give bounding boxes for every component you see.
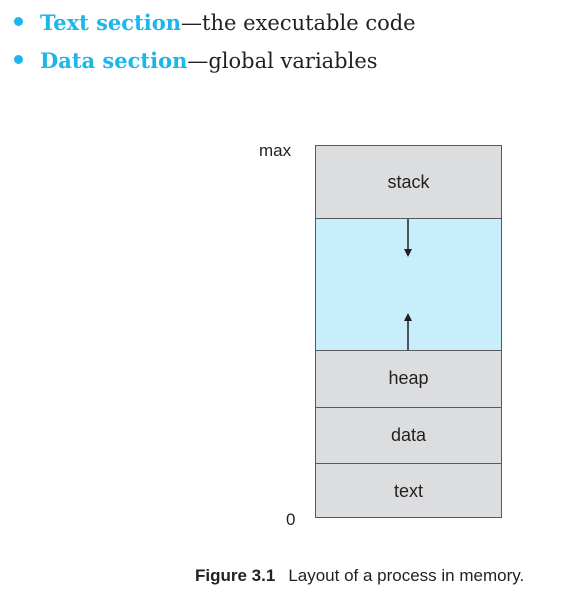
bullet-list: Text section—the executable code Data se… (14, 10, 416, 86)
text-label: text (393, 481, 423, 501)
bullet-term: Text section (40, 10, 182, 35)
bullet-item-text-section: Text section—the executable code (14, 10, 416, 48)
text-segment: text (316, 463, 501, 517)
data-label: data (390, 425, 427, 445)
heap-growth-up-arrow-icon (404, 313, 412, 351)
stack-segment: stack (316, 146, 501, 218)
free-space-segment (316, 218, 501, 351)
figure-caption-text: Layout of a process in memory. (288, 566, 525, 585)
bullet-dot-icon (14, 55, 23, 64)
figure-caption: Figure 3.1 Layout of a process in memory. (195, 566, 524, 586)
bullet-dash: — (181, 11, 203, 35)
bullet-description: global variables (208, 49, 378, 73)
max-address-label: max (259, 141, 292, 160)
data-segment: data (316, 407, 501, 463)
bullet-term: Data section (40, 48, 188, 73)
memory-layout-diagram: stack heap data text (315, 145, 502, 518)
bullet-dot-icon (14, 17, 23, 26)
bullet-description: the executable code (202, 11, 416, 35)
zero-address-label: 0 (286, 510, 296, 529)
bullet-dash: — (187, 49, 209, 73)
heap-label: heap (388, 368, 429, 388)
heap-segment: heap (316, 350, 501, 407)
figure-number: Figure 3.1 (195, 566, 276, 585)
bullet-item-data-section: Data section—global variables (14, 48, 416, 86)
stack-label: stack (387, 172, 430, 192)
stack-growth-down-arrow-icon (404, 219, 412, 257)
